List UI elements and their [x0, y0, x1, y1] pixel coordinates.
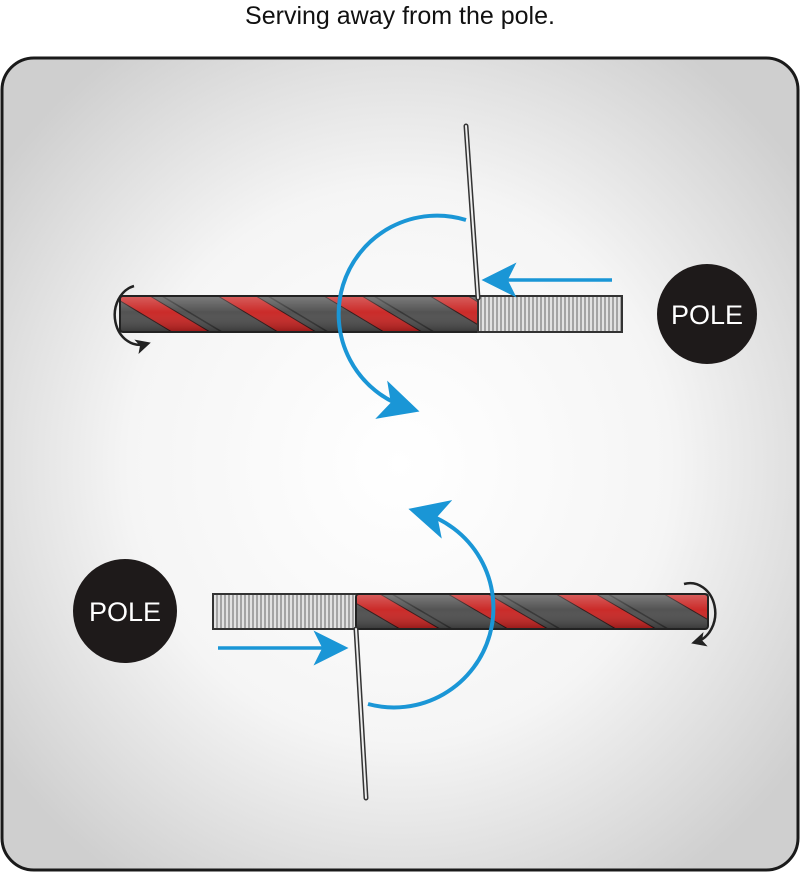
top-pole-marker: POLE	[657, 264, 757, 364]
bottom-rope	[355, 593, 709, 630]
top-rotation-icon	[113, 284, 151, 354]
bottom-pole-label: POLE	[89, 597, 161, 627]
diagram-panel: POLE	[0, 56, 800, 872]
top-pole-label: POLE	[671, 300, 743, 330]
diagram-caption: Serving away from the pole.	[245, 2, 555, 30]
panel-background	[0, 56, 800, 872]
bottom-wrap-direction-arrow	[367, 500, 496, 710]
top-rope	[119, 295, 481, 333]
bottom-pole-marker: POLE	[73, 559, 177, 663]
top-wrap-direction-arrow	[336, 213, 467, 419]
bottom-rotation-icon	[683, 581, 717, 647]
bottom-rope-assembly: POLE	[73, 500, 717, 801]
top-serving-wrap	[477, 295, 623, 333]
bottom-serving-wrap	[212, 593, 359, 630]
top-rope-assembly: POLE	[113, 123, 757, 419]
